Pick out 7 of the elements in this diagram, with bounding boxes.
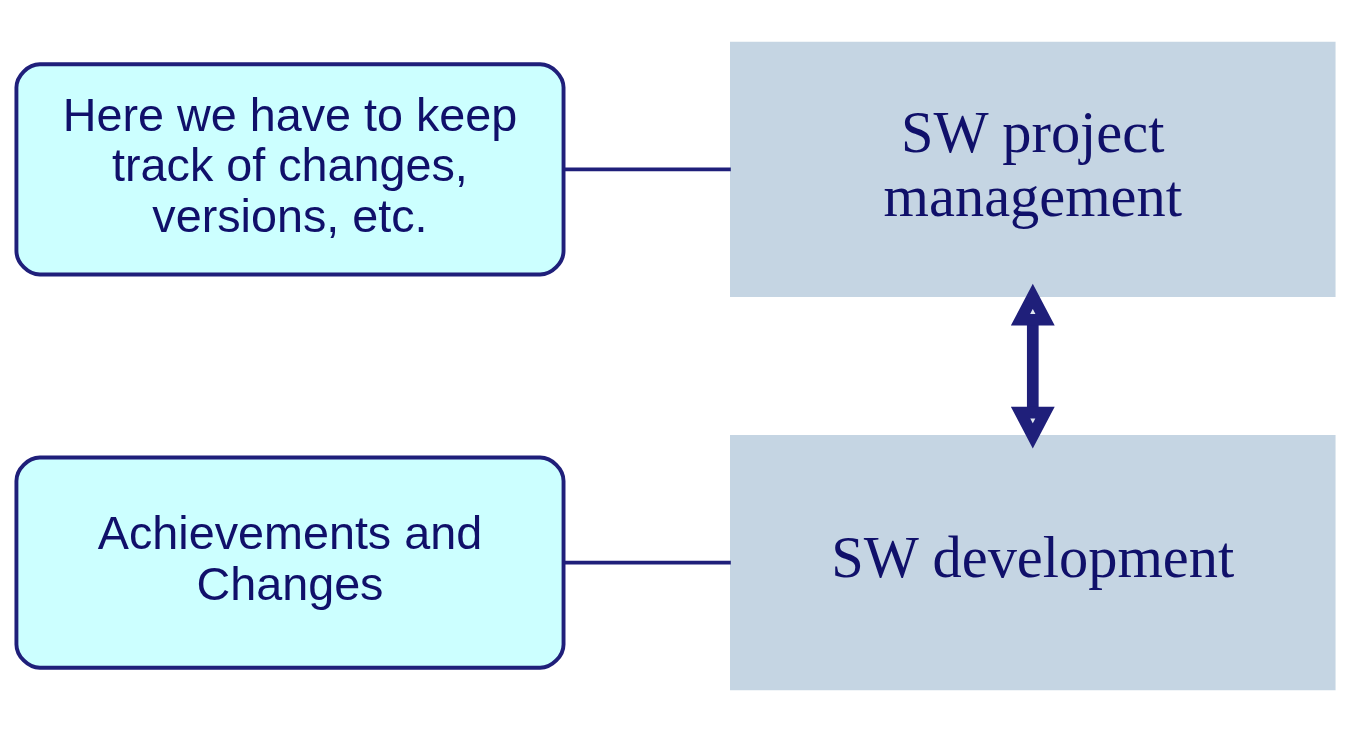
node-box: Here we have to keep track of changes, versions, etc.: [14, 61, 566, 276]
node-box: SW development: [730, 434, 1336, 690]
connector: [563, 166, 731, 171]
connector: [563, 560, 731, 565]
node-box: Achievements and Changes: [14, 455, 566, 670]
arrow: [1010, 283, 1055, 448]
node-box: SW project management: [730, 41, 1336, 297]
